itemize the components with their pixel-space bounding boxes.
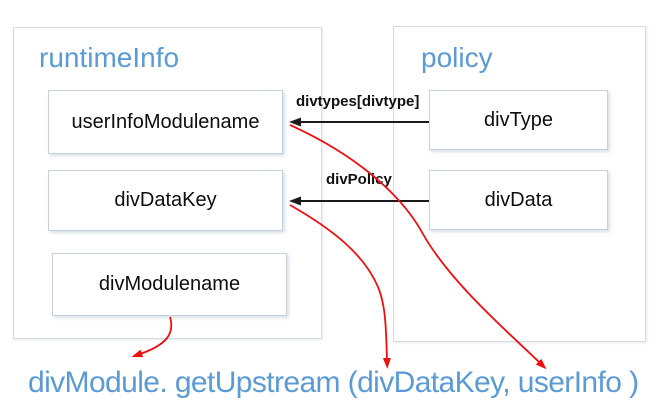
box-divdata: divData bbox=[429, 170, 608, 230]
box-divdatakey: divDataKey bbox=[48, 170, 283, 231]
edge-label-divtypes: divtypes[divtype] bbox=[296, 93, 420, 110]
box-divmodulename-label: divModulename bbox=[98, 273, 241, 295]
edge-label-divpolicy: divPolicy bbox=[326, 171, 392, 188]
box-userinfomodulename-label: userInfoModulename bbox=[71, 110, 260, 133]
box-userinfomodulename: userInfoModulename bbox=[48, 90, 283, 154]
box-divtype: divType bbox=[429, 90, 608, 150]
box-divdata-label: divData bbox=[484, 188, 553, 211]
policy-title: policy bbox=[421, 42, 493, 73]
caption-code-line: divModule. getUpstream (divDataKey, user… bbox=[28, 366, 639, 399]
runtimeinfo-title: runtimeInfo bbox=[39, 42, 180, 73]
box-divmodulename: divModulename bbox=[52, 253, 287, 316]
box-divtype-label: divType bbox=[484, 108, 553, 131]
box-divdatakey-label: divDataKey bbox=[114, 189, 217, 211]
